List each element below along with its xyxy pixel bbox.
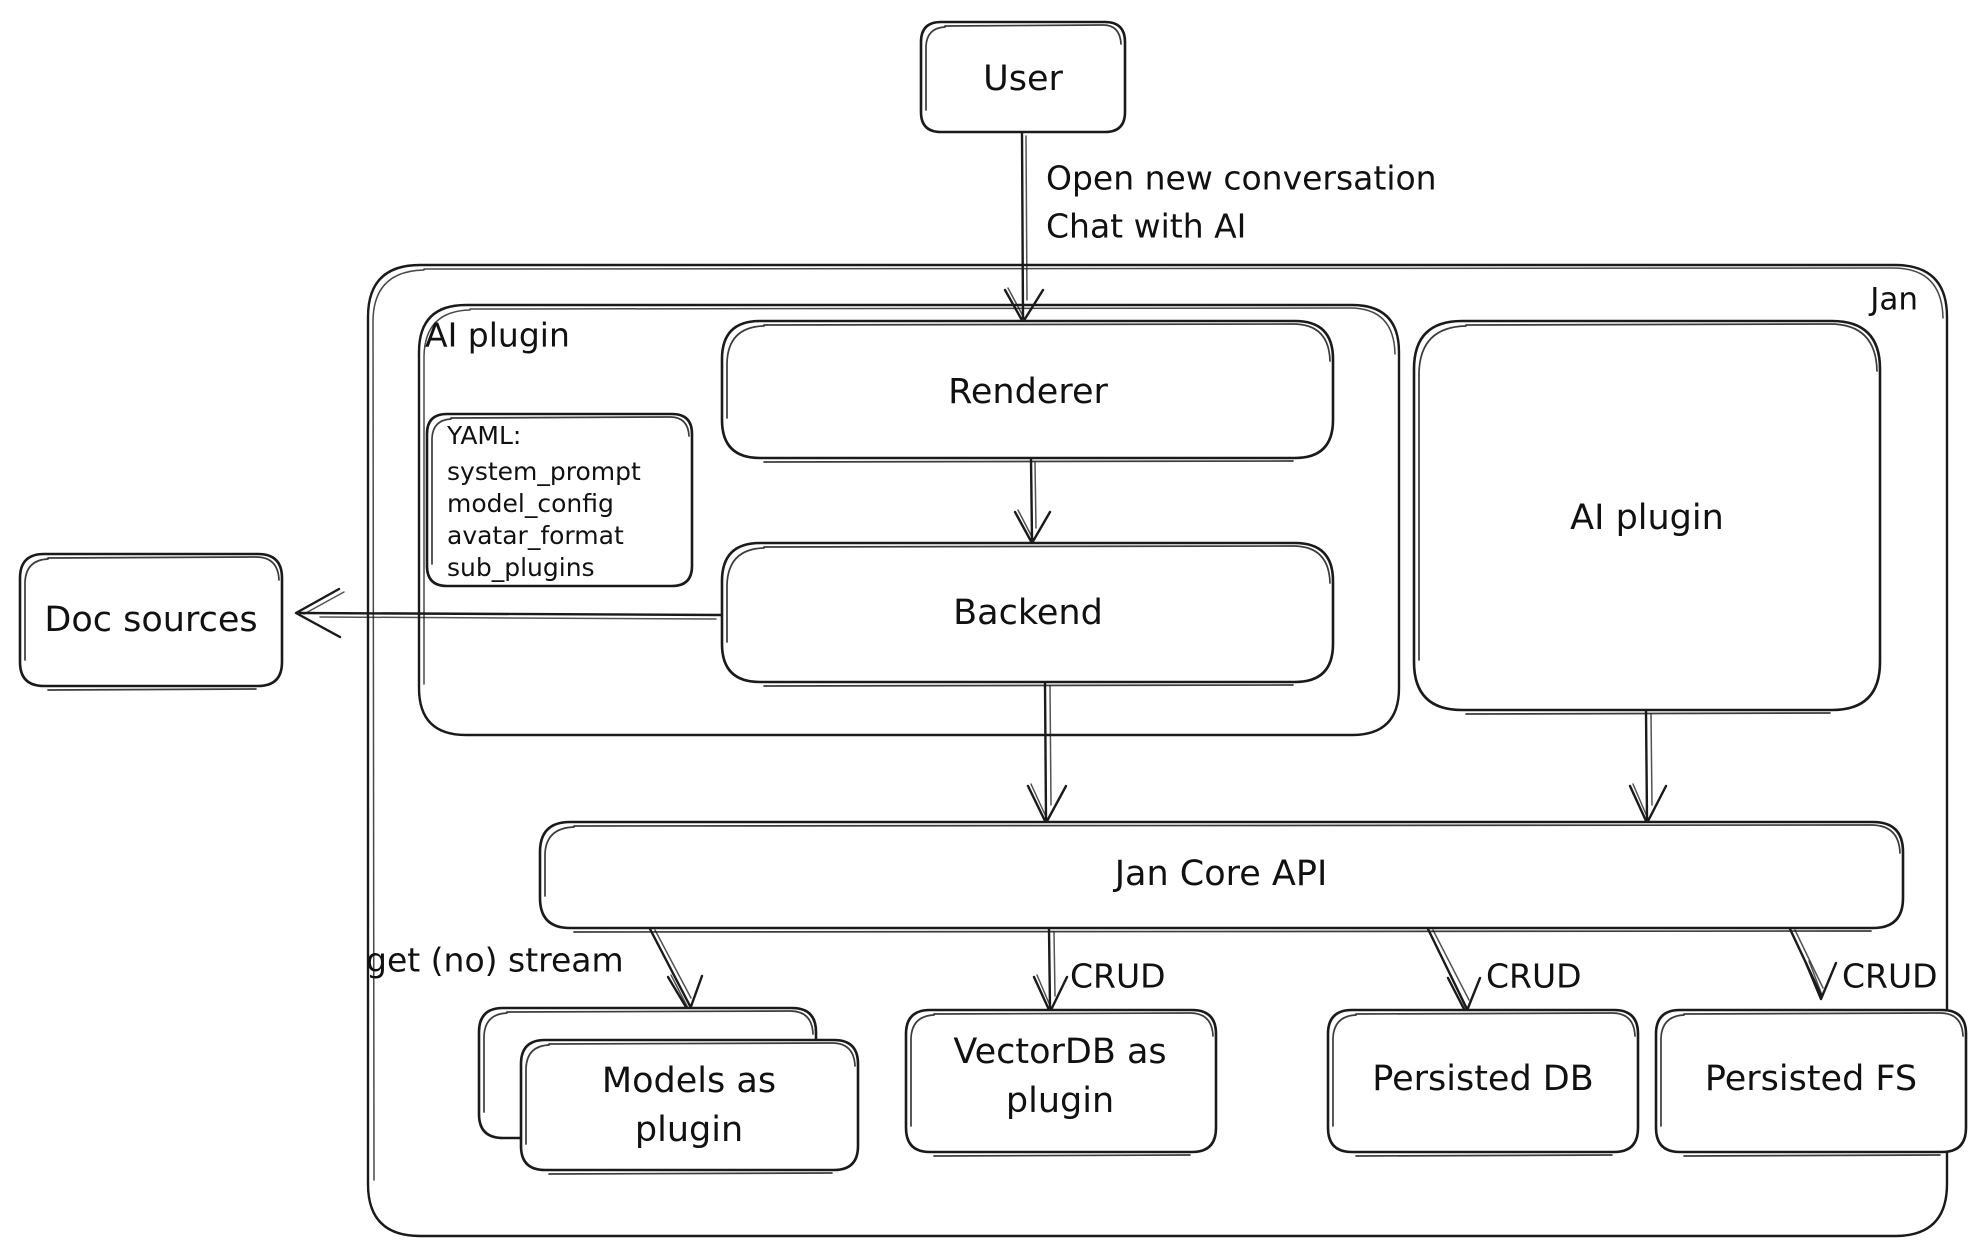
node-persisted-db[interactable]: Persisted DB xyxy=(1326,1008,1640,1157)
node-jan-core-api[interactable]: Jan Core API xyxy=(538,820,1905,933)
edge-label-crud-persisted-fs: CRUD xyxy=(1842,957,1938,996)
node-models-plugin-label-line1: Models as xyxy=(602,1061,776,1101)
edge-label-chat-with-ai: Chat with AI xyxy=(1046,207,1246,246)
edge-label-crud-vectordb: CRUD xyxy=(1070,957,1166,996)
node-ai-plugin-right[interactable]: AI plugin xyxy=(1412,319,1882,715)
edge-label-crud-persisted-db: CRUD xyxy=(1486,957,1582,996)
yaml-title: YAML: xyxy=(446,421,521,450)
edge-renderer-to-backend xyxy=(1013,457,1052,545)
node-persisted-db-label: Persisted DB xyxy=(1372,1059,1594,1099)
node-user-label: User xyxy=(983,59,1063,99)
node-persisted-fs[interactable]: Persisted FS xyxy=(1654,1008,1968,1157)
node-persisted-fs-label: Persisted FS xyxy=(1705,1059,1917,1099)
edge-user-to-renderer: Open new conversation Chat with AI xyxy=(1003,131,1437,324)
group-ai-plugin-label: AI plugin xyxy=(425,316,570,355)
edge-core-to-models: get (no) stream xyxy=(366,927,704,1014)
node-backend[interactable]: Backend xyxy=(720,541,1335,687)
yaml-key-avatar-format: avatar_format xyxy=(447,521,624,550)
yaml-key-model-config: model_config xyxy=(447,489,614,518)
yaml-config-box: YAML: system_prompt model_config avatar_… xyxy=(425,412,694,588)
node-doc-sources-label: Doc sources xyxy=(44,600,257,640)
group-jan-label: Jan xyxy=(1868,282,1918,318)
yaml-key-sub-plugins: sub_plugins xyxy=(447,553,595,582)
node-models-plugin[interactable]: Models as plugin xyxy=(477,1006,860,1175)
node-vectordb-plugin[interactable]: VectorDB as plugin xyxy=(904,1008,1218,1157)
node-renderer[interactable]: Renderer xyxy=(720,319,1335,463)
node-vectordb-plugin-label-line1: VectorDB as xyxy=(953,1032,1166,1072)
edge-core-to-vectordb: CRUD xyxy=(1032,927,1166,1014)
edge-core-to-persisted-fs: CRUD xyxy=(1788,927,1938,1001)
edge-core-to-persisted-db: CRUD xyxy=(1426,927,1582,1015)
node-renderer-label: Renderer xyxy=(948,372,1108,412)
node-vectordb-plugin-label-line2: plugin xyxy=(1006,1081,1114,1121)
edge-label-open-new-conversation: Open new conversation xyxy=(1046,159,1437,198)
edge-aiplugin-to-core xyxy=(1628,709,1668,825)
yaml-key-system-prompt: system_prompt xyxy=(447,457,641,486)
node-user[interactable]: User xyxy=(919,20,1127,134)
edge-label-get-no-stream: get (no) stream xyxy=(366,941,624,980)
edge-backend-to-doc-sources xyxy=(294,587,724,639)
node-backend-label: Backend xyxy=(953,593,1103,633)
node-models-plugin-label-line2: plugin xyxy=(635,1110,743,1150)
node-jan-core-api-label: Jan Core API xyxy=(1113,854,1328,894)
node-doc-sources[interactable]: Doc sources xyxy=(18,552,284,691)
node-ai-plugin-right-label: AI plugin xyxy=(1570,498,1724,538)
